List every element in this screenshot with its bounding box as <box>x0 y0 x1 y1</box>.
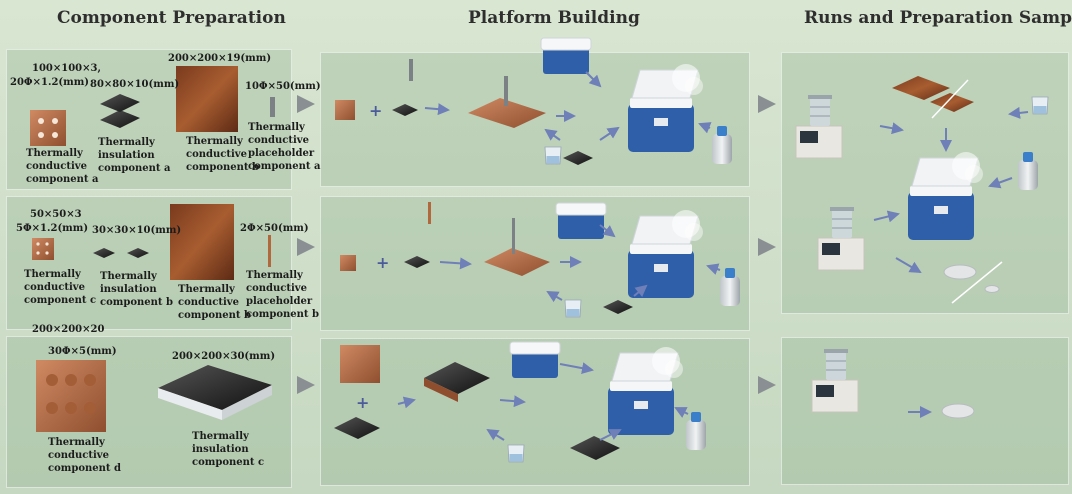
dimension-conductive-a-holes: 20Φ×1.2(mm) <box>10 77 90 88</box>
dimension-conductive-b: 200×200×19(mm) <box>168 53 272 64</box>
dimension-conductive-d: 200×200×20 <box>32 324 105 335</box>
panel-prep-row2 <box>6 196 292 330</box>
header-component-preparation: Component Preparation <box>57 8 286 28</box>
dimension-insulation-c: 200×200×30(mm) <box>172 351 276 362</box>
dimension-insulation-a: 80×80×10(mm) <box>90 79 180 90</box>
plus-sign-row1: + <box>369 101 383 120</box>
conductive-plate-a <box>30 110 66 146</box>
plus-sign-row3: + <box>356 393 370 412</box>
header-runs-preparation: Runs and Preparation Samples <box>804 8 1072 28</box>
dimension-conductive-c: 50×50×3 <box>30 209 82 220</box>
dimension-insulation-b: 30×30×10(mm) <box>92 225 182 236</box>
dimension-placeholder-a: 10Φ×50(mm) <box>245 81 321 92</box>
conductive-plate-b <box>176 66 238 132</box>
dimension-conductive-a: 100×100×3, <box>32 63 101 74</box>
header-platform-building: Platform Building <box>468 8 640 28</box>
dimension-placeholder-b: 2Φ×50(mm) <box>240 223 309 234</box>
dimension-conductive-d-holes: 30Φ×5(mm) <box>48 346 117 357</box>
plus-sign-row2: + <box>376 253 390 272</box>
dimension-conductive-c-holes: 5Φ×1.2(mm) <box>16 223 89 234</box>
